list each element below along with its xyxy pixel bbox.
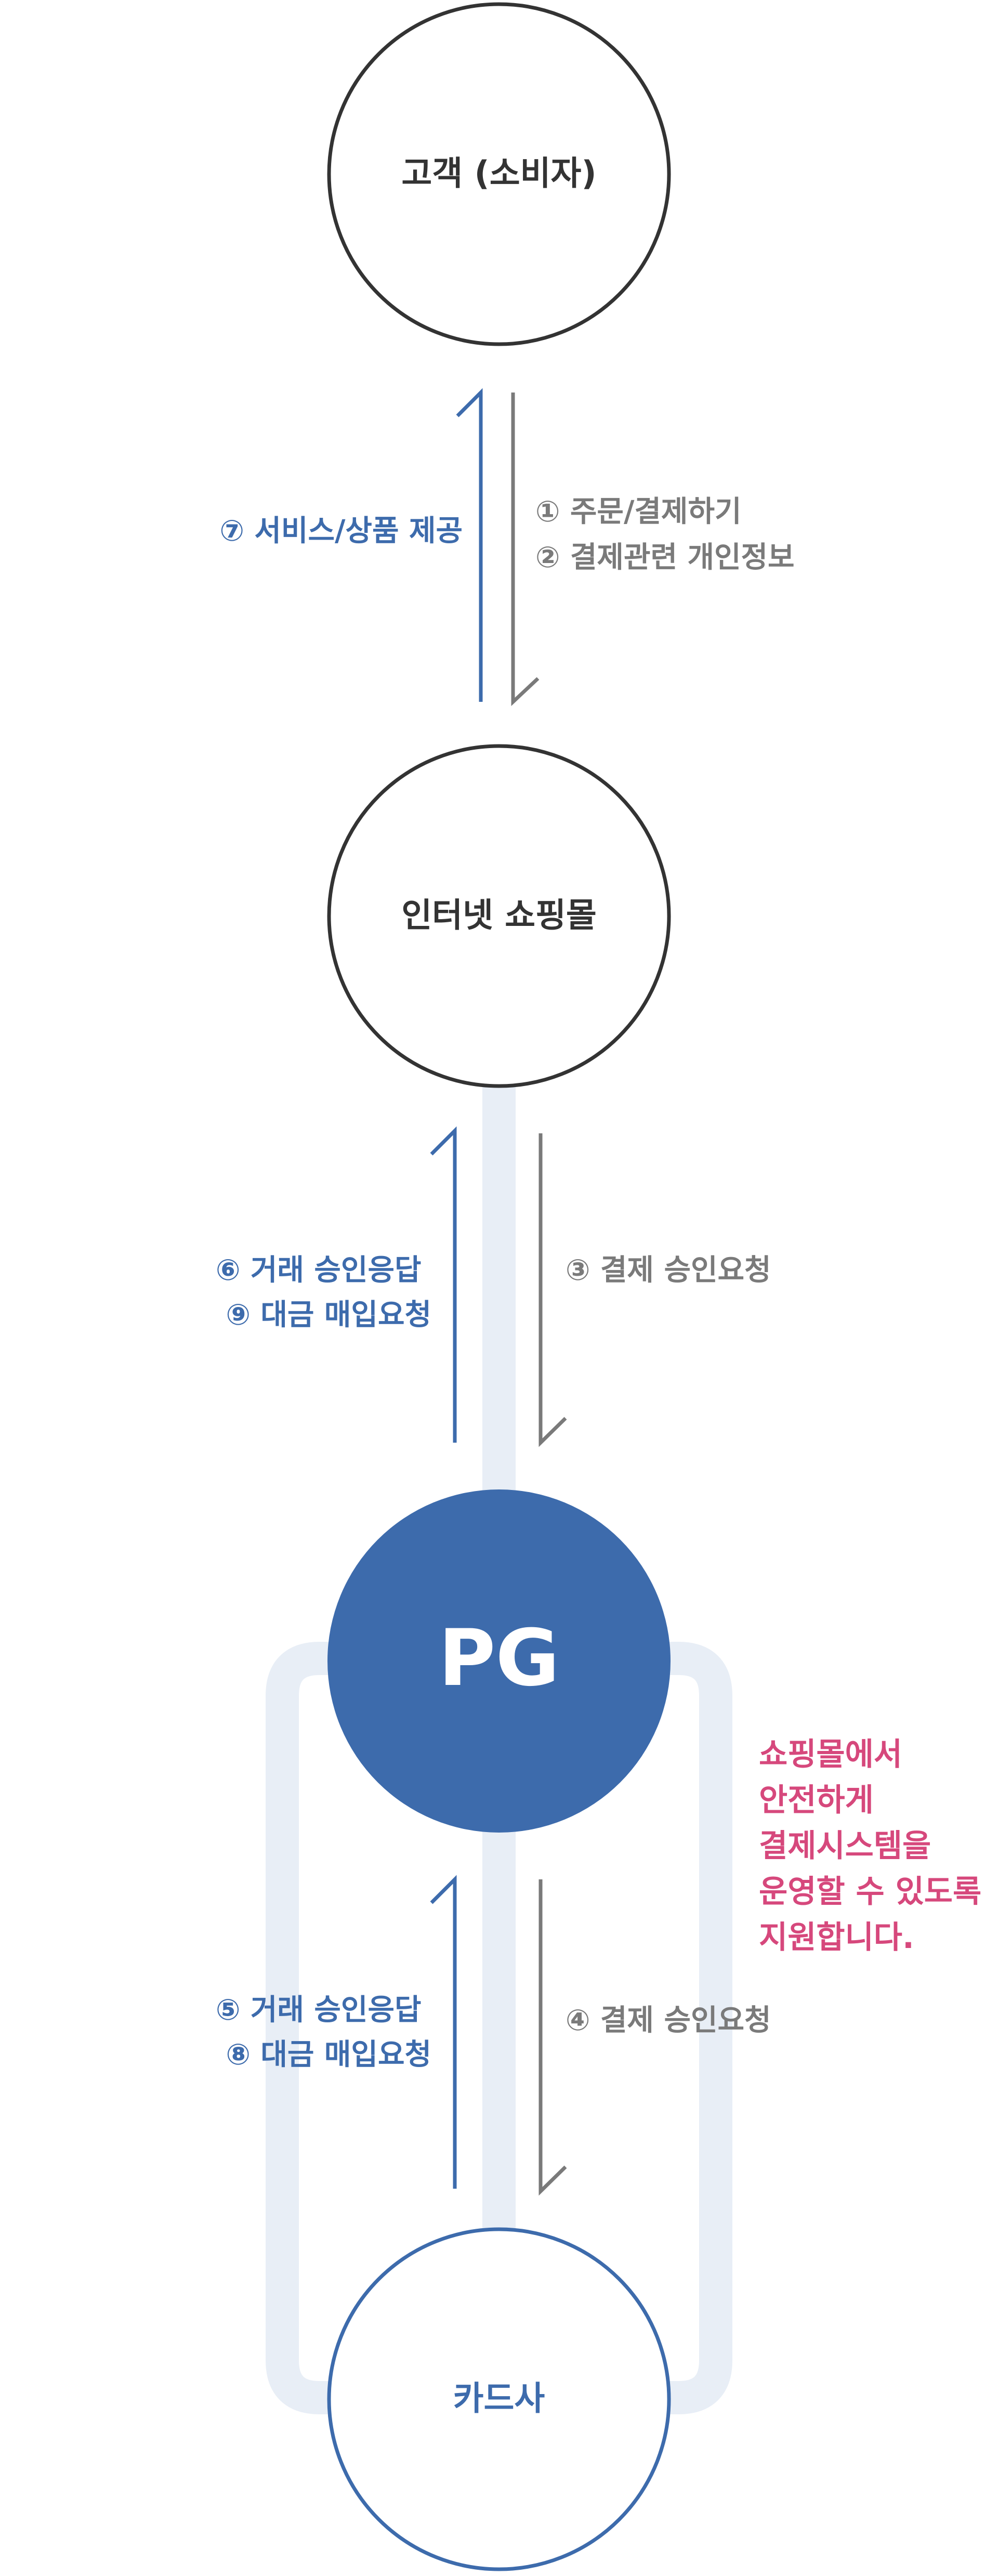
support-note-line: 지원합니다. xyxy=(759,1919,914,1956)
label-up-pg-card-line: ⑧ 대금 매입요청 xyxy=(226,2038,431,2072)
customer-label: 고객 (소비자) xyxy=(401,155,596,193)
support-note-line: 쇼핑몰에서 xyxy=(759,1736,902,1773)
support-note: 쇼핑몰에서 안전하게 결제시스템을 운영할 수 있도록 지원합니다. xyxy=(759,1736,992,1956)
support-note-line: 안전하게 xyxy=(759,1782,874,1819)
track-shop-pg xyxy=(482,1084,516,1505)
label-down-shop-pg: ③ 결제 승인요청 xyxy=(566,1253,771,1287)
label-up-shop-pg: ⑥ 거래 승인응답 ⑨ 대금 매입요청 xyxy=(216,1253,431,1332)
support-note-line: 운영할 수 있도록 xyxy=(759,1874,981,1910)
track-pg-card xyxy=(482,1820,516,2246)
support-note-line: 결제시스템을 xyxy=(759,1828,931,1864)
arrow-down-pg-card xyxy=(539,1879,567,2196)
customer-node: 고객 (소비자) xyxy=(327,2,671,346)
arrow-down-shop-pg xyxy=(539,1133,567,1447)
label-down-pg-card-line: ④ 결제 승인요청 xyxy=(566,2004,771,2037)
arrow-up-customer-shop xyxy=(456,388,483,702)
track-loop xyxy=(266,1642,732,2414)
pg-node: PG xyxy=(327,1489,671,1833)
label-up-pg-card: ⑤ 거래 승인응답 ⑧ 대금 매입요청 xyxy=(216,1993,431,2072)
label-up-customer-shop-line: ⑦ 서비스/상품 제공 xyxy=(220,514,463,548)
pg-label: PG xyxy=(438,1613,559,1704)
label-down-customer-shop: ① 주문/결제하기 ② 결제관련 개인정보 xyxy=(535,495,795,574)
shop-label: 인터넷 쇼핑몰 xyxy=(401,897,597,935)
arrow-up-shop-pg xyxy=(430,1126,457,1443)
label-up-pg-card-line: ⑤ 거래 승인응답 xyxy=(216,1993,422,2027)
label-down-shop-pg-line: ③ 결제 승인요청 xyxy=(566,1253,771,1287)
arrow-down-customer-shop xyxy=(511,393,540,707)
label-up-customer-shop: ⑦ 서비스/상품 제공 xyxy=(220,514,463,548)
shop-node: 인터넷 쇼핑몰 xyxy=(327,744,671,1088)
label-up-shop-pg-line: ⑥ 거래 승인응답 xyxy=(216,1253,422,1287)
arrow-up-pg-card xyxy=(430,1875,457,2189)
label-down-customer-shop-line: ① 주문/결제하기 xyxy=(535,495,741,529)
label-down-customer-shop-line: ② 결제관련 개인정보 xyxy=(535,541,795,574)
label-down-pg-card: ④ 결제 승인요청 xyxy=(566,2004,771,2037)
card-label: 카드사 xyxy=(453,2380,545,2418)
card-node: 카드사 xyxy=(327,2227,671,2571)
label-up-shop-pg-line: ⑨ 대금 매입요청 xyxy=(226,1298,431,1332)
